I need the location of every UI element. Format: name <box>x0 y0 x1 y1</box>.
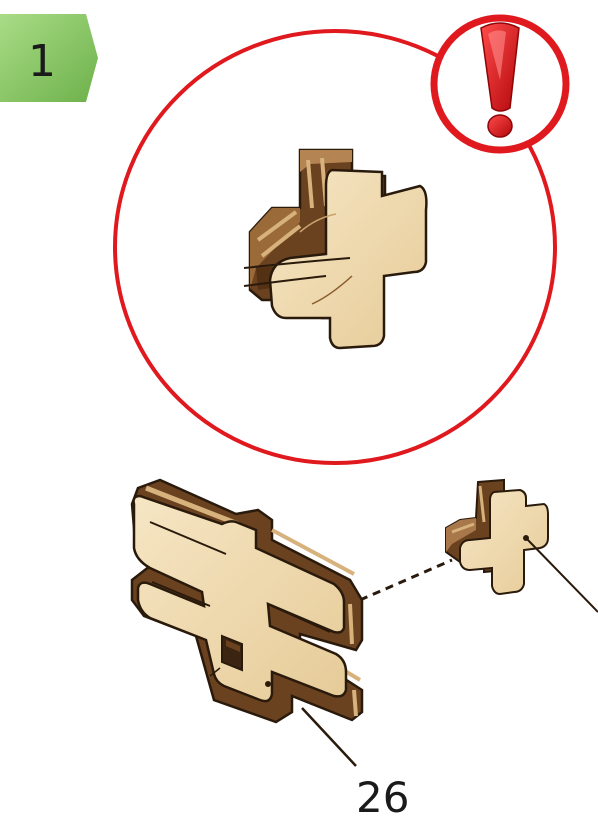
part-number-label: 26 <box>356 773 409 822</box>
detail-plus-block <box>244 150 426 348</box>
small-plus-piece <box>446 480 548 594</box>
small-piece-leader-line <box>526 538 598 612</box>
connection-dashed-line <box>360 560 452 600</box>
large-cross-piece <box>132 480 362 722</box>
warning-badge <box>434 18 566 150</box>
step-badge: 1 <box>0 14 98 102</box>
step-number: 1 <box>28 36 56 87</box>
